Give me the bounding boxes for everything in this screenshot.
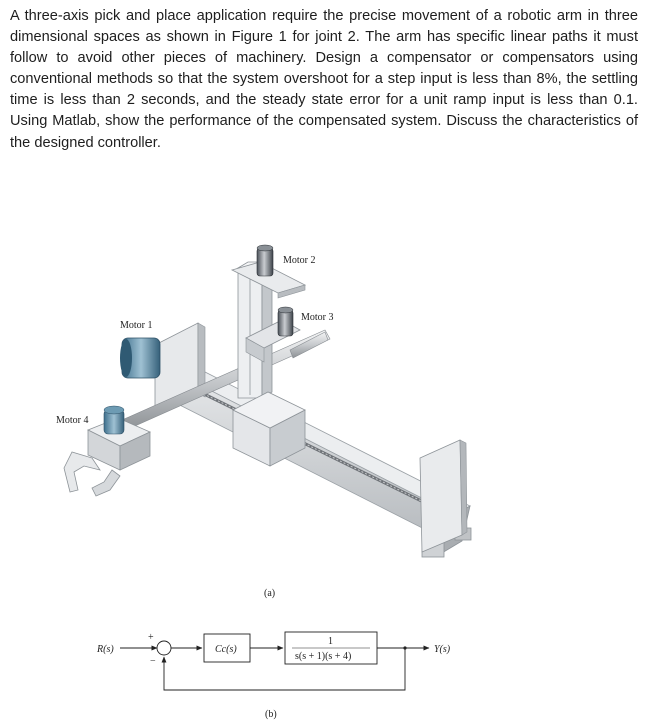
robot-illustration [63,244,472,558]
output-label: Y(s) [434,644,451,655]
figure-b-caption: (b) [265,709,277,720]
motor2-label: Motor 2 [283,255,316,266]
figure-a-caption: (a) [264,588,275,599]
block-diagram: R(s) + − Cc(s) 1 s(s + 1)(s + 4) Y(s) [96,631,451,691]
motor3-body [277,309,294,337]
base-front [159,379,456,538]
motor3-label: Motor 3 [301,312,334,323]
controller-label: Cc(s) [215,644,237,655]
summing-junction [156,640,172,656]
motor2-body [256,247,274,277]
motor4-label: Motor 4 [56,415,89,426]
end-plate-right [419,439,463,553]
gripper [63,451,101,493]
minus-sign: − [150,656,156,667]
controller-block [203,633,251,663]
problem-statement: A three-axis pick and place application … [10,8,638,151]
motor1-label: Motor 1 [120,320,153,331]
plant-numerator: 1 [328,636,333,647]
plus-sign: + [148,632,154,643]
feedback-path [161,648,406,691]
input-label: R(s) [96,644,114,655]
plant-denominator: s(s + 1)(s + 4) [295,651,351,662]
